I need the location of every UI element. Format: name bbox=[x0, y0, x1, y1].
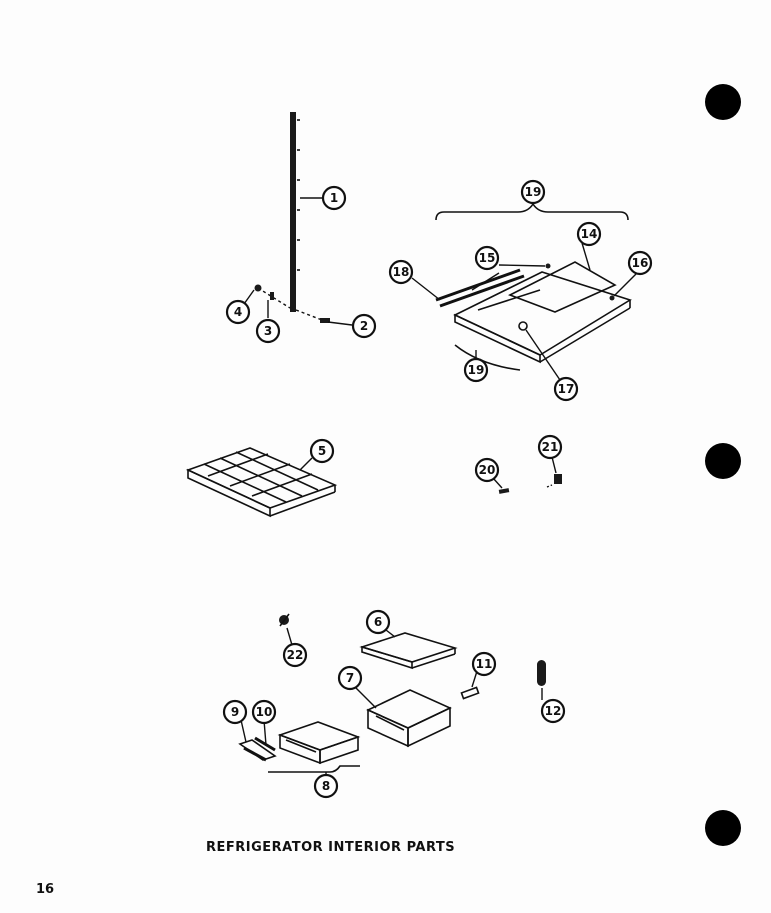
wire-shelf bbox=[185, 447, 338, 518]
callout-3: 3 bbox=[255, 318, 281, 344]
callout-2: 2 bbox=[351, 313, 377, 339]
callout-22: 22 bbox=[282, 642, 308, 668]
callout-8: 8 bbox=[313, 773, 339, 799]
svg-text:6: 6 bbox=[374, 615, 382, 629]
binder-hole-middle bbox=[705, 443, 741, 479]
svg-text:7: 7 bbox=[346, 671, 354, 685]
svg-text:18: 18 bbox=[393, 265, 410, 279]
callout-15: 15 bbox=[474, 245, 500, 271]
svg-text:17: 17 bbox=[558, 382, 575, 396]
svg-text:2: 2 bbox=[360, 319, 368, 333]
callout-5: 5 bbox=[309, 438, 335, 464]
callout-6: 6 bbox=[365, 609, 391, 635]
svg-text:14: 14 bbox=[581, 227, 598, 241]
cylinder-part bbox=[537, 660, 546, 686]
svg-text:11: 11 bbox=[476, 657, 493, 671]
shelf-assembly bbox=[435, 202, 632, 371]
diagram-title: REFRIGERATOR INTERIOR PARTS bbox=[206, 840, 456, 855]
svg-text:22: 22 bbox=[287, 648, 304, 662]
callout-7: 7 bbox=[337, 665, 363, 691]
svg-text:8: 8 bbox=[322, 779, 330, 793]
svg-text:9: 9 bbox=[231, 705, 239, 719]
svg-text:15: 15 bbox=[479, 251, 496, 265]
pan-slide bbox=[460, 686, 480, 700]
callout-16: 16 bbox=[627, 250, 653, 276]
svg-text:4: 4 bbox=[234, 305, 242, 319]
svg-text:19: 19 bbox=[525, 185, 542, 199]
callout-19-bottom: 19 bbox=[463, 357, 489, 383]
svg-text:20: 20 bbox=[479, 463, 496, 477]
callout-12: 12 bbox=[540, 698, 566, 724]
binder-hole-bottom bbox=[705, 810, 741, 846]
callout-21: 21 bbox=[537, 434, 563, 460]
callout-19-top: 19 bbox=[520, 179, 546, 205]
leader-lines bbox=[240, 197, 641, 776]
drawer-assembly bbox=[238, 721, 361, 773]
callout-1: 1 bbox=[321, 185, 347, 211]
callout-4: 4 bbox=[225, 299, 251, 325]
svg-text:19: 19 bbox=[468, 363, 485, 377]
svg-text:10: 10 bbox=[256, 705, 273, 719]
bumper-part bbox=[279, 613, 290, 627]
page-number: 16 bbox=[36, 882, 55, 897]
rail-hardware bbox=[254, 284, 330, 323]
svg-text:16: 16 bbox=[632, 256, 649, 270]
callout-20: 20 bbox=[474, 457, 500, 483]
callout-17: 17 bbox=[553, 376, 579, 402]
binder-hole-top bbox=[705, 84, 741, 120]
svg-text:21: 21 bbox=[542, 440, 559, 454]
svg-text:5: 5 bbox=[318, 444, 326, 458]
callout-9: 9 bbox=[222, 699, 248, 725]
svg-text:1: 1 bbox=[330, 191, 338, 205]
small-fasteners bbox=[498, 474, 562, 494]
crisper-pan bbox=[366, 689, 452, 748]
callout-11: 11 bbox=[471, 651, 497, 677]
callout-14: 14 bbox=[576, 221, 602, 247]
callout-18: 18 bbox=[388, 259, 414, 285]
svg-text:12: 12 bbox=[545, 704, 562, 718]
svg-text:3: 3 bbox=[264, 324, 272, 338]
callout-10: 10 bbox=[251, 699, 277, 725]
crisper-cover bbox=[359, 632, 458, 670]
shelf-support-rail bbox=[290, 112, 300, 312]
